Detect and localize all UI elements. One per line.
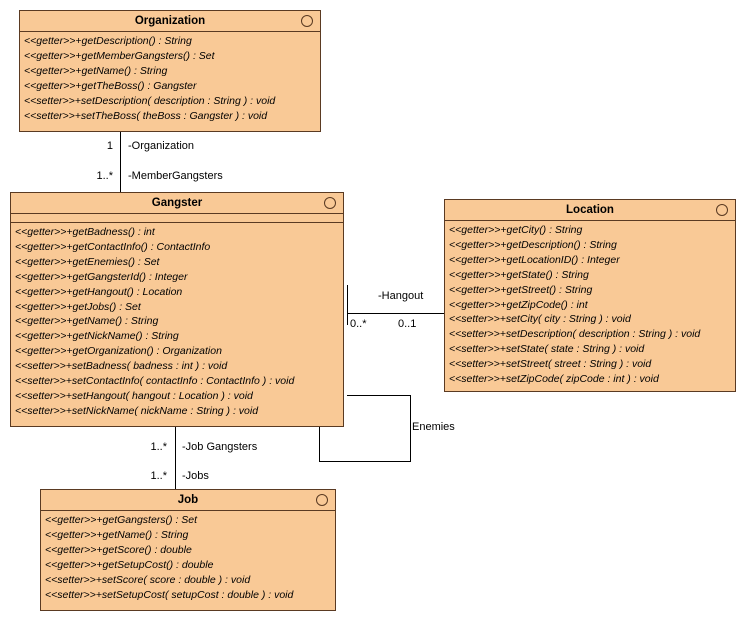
class-member: <<setter>>+setZipCode( zipCode : int ) :… [449, 373, 659, 386]
class-member: <<setter>>+setSetupCost( setupCost : dou… [45, 588, 294, 601]
circle-icon [324, 197, 336, 209]
class-header-job: Job [41, 490, 335, 511]
class-member: <<getter>>+getGangsters() : Set [45, 514, 198, 526]
assoc-line-hangout-left [347, 285, 348, 325]
assoc-multiplicity-hangout-source: 0..* [350, 318, 367, 330]
class-members-organization: <<getter>>+getDescription() : String <<ge… [20, 32, 320, 126]
class-member: <<getter>>+getTheBoss() : Gangster [24, 79, 197, 92]
class-member: <<getter>>+getGangsterId() : Integer [15, 270, 188, 283]
class-members-gangster: <<getter>>+getBadness() : int <<getter>>+… [11, 223, 343, 421]
class-member: <<getter>>+getName() : String [15, 315, 159, 328]
class-member: <<getter>>+getZipCode() : int [449, 298, 588, 311]
assoc-multiplicity-membergangsters-end: 1..* [96, 170, 113, 182]
class-member: <<setter>>+setNickName( nickName : Strin… [15, 404, 259, 417]
class-box-organization[interactable]: Organization <<getter>>+getDescription()… [19, 10, 321, 132]
assoc-line-enemies-bottom [319, 461, 411, 462]
class-member: <<setter>>+setBadness( badness : int ) :… [15, 360, 228, 373]
class-members-location: <<getter>>+getCity() : String <<getter>>+… [445, 221, 735, 389]
assoc-role-jobgangsters-end: -Job Gangsters [182, 441, 258, 453]
class-member: <<setter>>+setHangout( hangout : Locatio… [15, 389, 253, 402]
assoc-multiplicity-hangout-target: 0..1 [398, 318, 417, 330]
class-member: <<getter>>+getLocationID() : Integer [449, 253, 620, 266]
circle-icon [316, 494, 328, 506]
class-member: <<getter>>+getStreet() : String [449, 283, 593, 296]
class-member: <<getter>>+getOrganization() : Organizat… [15, 345, 222, 358]
assoc-line-enemies-top [347, 395, 411, 396]
class-member: <<getter>>+getContactInfo() : ContactInf… [15, 240, 211, 253]
assoc-line-org-gangster-vertical [120, 131, 121, 192]
class-member: <<getter>>+getDescription() : String [449, 238, 617, 251]
class-members-job: <<getter>>+getGangsters() : Set <<getter>… [41, 511, 335, 605]
assoc-multiplicity-organization-end: 1 [106, 140, 113, 152]
class-title-organization: Organization [134, 15, 206, 27]
class-member: <<getter>>+getSetupCost() : double [45, 558, 214, 571]
class-member: <<setter>>+setState( state : String ) : … [449, 343, 645, 356]
class-member: <<setter>>+setScore( score : double ) : … [45, 573, 251, 586]
assoc-multiplicity-jobs-end: 1..* [150, 470, 167, 482]
assoc-line-hangout-bottom [347, 313, 444, 314]
circle-icon [716, 204, 728, 216]
assoc-role-membergangsters-end: -MemberGangsters [128, 170, 223, 182]
class-title-location: Location [566, 204, 614, 216]
class-member: <<getter>>+getName() : String [24, 64, 168, 77]
assoc-line-enemies-right [410, 395, 411, 462]
class-member: <<setter>>+setStreet( street : String ) … [449, 358, 652, 371]
class-member: <<setter>>+setDescription( description :… [449, 328, 701, 341]
assoc-line-gangster-job-vertical [175, 427, 176, 489]
class-title-job: Job [177, 494, 199, 506]
class-attributes-gangster [11, 214, 343, 223]
class-title-gangster: Gangster [151, 197, 203, 209]
class-member: <<getter>>+getEnemies() : Set [15, 255, 160, 268]
assoc-multiplicity-jobgangsters-end: 1..* [150, 441, 167, 453]
class-member: <<setter>>+setDescription( description :… [24, 94, 276, 107]
class-box-job[interactable]: Job <<getter>>+getGangsters() : Set<<get… [40, 489, 336, 611]
assoc-label-hangout: -Hangout [378, 290, 424, 302]
class-header-gangster: Gangster [11, 193, 343, 214]
class-member: <<setter>>+setContactInfo( contactInfo :… [15, 375, 295, 388]
assoc-line-enemies-left [319, 427, 320, 462]
assoc-label-enemies: Enemies [412, 421, 455, 433]
class-header-location: Location [445, 200, 735, 221]
class-box-gangster[interactable]: Gangster <<getter>>+getBadness() : int<<… [10, 192, 344, 427]
class-member: <<getter>>+getDescription() : String [24, 35, 192, 47]
class-header-organization: Organization [20, 11, 320, 32]
class-member: <<getter>>+getBadness() : int [15, 226, 155, 238]
class-member: <<getter>>+getScore() : double [45, 543, 192, 556]
class-member: <<getter>>+getCity() : String [449, 224, 583, 236]
class-member: <<setter>>+setCity( city : String ) : vo… [449, 313, 631, 326]
class-member: <<getter>>+getNickName() : String [15, 330, 179, 343]
class-member: <<getter>>+getMemberGangsters() : Set [24, 49, 215, 62]
class-member: <<setter>>+setTheBoss( theBoss : Gangste… [24, 109, 268, 122]
class-member: <<getter>>+getHangout() : Location [15, 285, 183, 298]
assoc-role-organization-end: -Organization [128, 140, 195, 152]
class-box-location[interactable]: Location <<getter>>+getCity() : String<<… [444, 199, 736, 392]
class-member: <<getter>>+getState() : String [449, 268, 589, 281]
circle-icon [301, 15, 313, 27]
class-member: <<getter>>+getJobs() : Set [15, 300, 141, 313]
class-member: <<getter>>+getName() : String [45, 528, 189, 541]
assoc-role-jobs-end: -Jobs [182, 470, 209, 482]
